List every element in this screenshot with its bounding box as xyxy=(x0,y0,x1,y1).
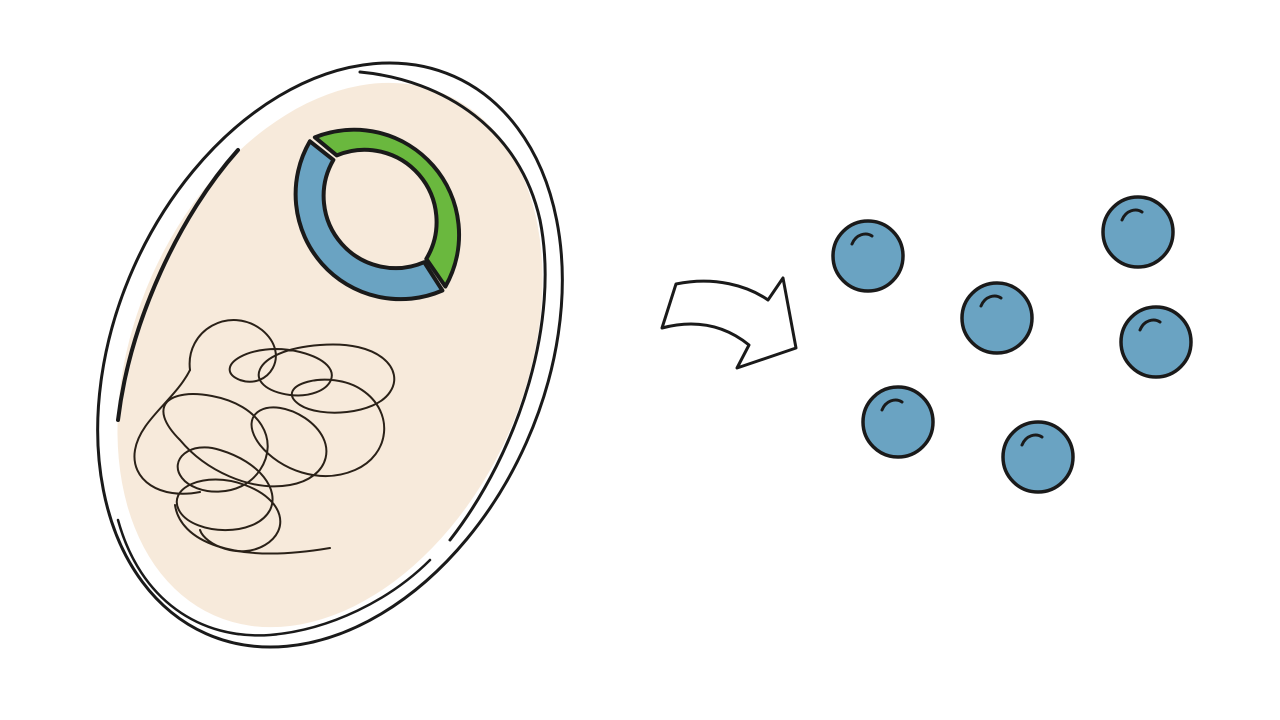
plasmid-green-segment xyxy=(312,127,461,289)
chromosomal-dna-loop xyxy=(174,504,331,555)
protein-blob xyxy=(861,385,935,459)
plasmid xyxy=(293,127,461,302)
bacterial-cell xyxy=(96,61,564,649)
chromosomal-dna xyxy=(162,319,396,553)
inner-membrane-bottom xyxy=(116,518,432,637)
inner-membrane-left xyxy=(116,148,240,422)
protein-blob xyxy=(1101,195,1175,269)
inner-membrane xyxy=(358,70,547,542)
protein-blob xyxy=(1119,305,1193,379)
curved-arrow-icon xyxy=(660,276,798,370)
protein-blob xyxy=(960,281,1034,355)
protein-blob xyxy=(831,219,905,293)
protein-blob xyxy=(1001,420,1075,494)
protein-products xyxy=(831,195,1193,494)
outer-membrane xyxy=(96,61,564,649)
plasmid-blue-segment xyxy=(293,139,445,302)
chromosomal-dna-top xyxy=(133,369,201,495)
